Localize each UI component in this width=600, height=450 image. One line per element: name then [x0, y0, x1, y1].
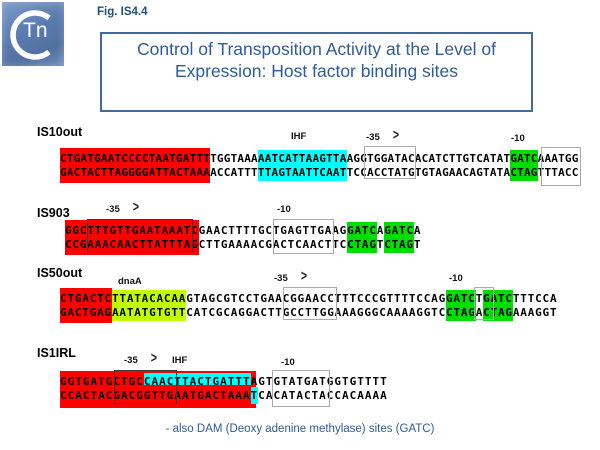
bottom-strand: CCGAAACAACTTATTTAGCTTGAAAACGACTCAACTTCCT…	[65, 234, 422, 255]
seq-segment: T	[250, 387, 259, 404]
transcription-arrow-icon: >	[300, 268, 307, 285]
page-title: Control of Transposition Activity at the…	[137, 39, 496, 82]
minus10-label: -10	[281, 357, 295, 368]
minus35-label: -35	[274, 273, 288, 284]
sequence-block: IS903 -35 > -10 GGCTTTGTTGAATAAATCGAACTT…	[0, 199, 600, 262]
seq-segment: CCGAAACAACTTATTTAG	[65, 234, 199, 255]
dam-sites-caption: - also DAM (Deoxy adenine methylase) sit…	[165, 423, 435, 435]
ihf-label: IHF	[291, 131, 307, 142]
sequence-name: IS10out	[37, 125, 83, 139]
seq-segment: CTAG	[384, 236, 414, 253]
seq-segment: TTAGTAATTCAAT	[257, 164, 347, 181]
seq-segment: A	[475, 306, 484, 319]
seq-segment: CATCGCAGGACTTGCCTTGGAAAGGGCAAAAGGTC	[186, 306, 446, 319]
logo-text: Tn	[23, 19, 48, 42]
seq-segment: CTAG	[446, 304, 476, 321]
seq-segment: CACATACTACCACAAAA	[258, 389, 388, 402]
title-box: Control of Transposition Activity at the…	[100, 32, 533, 112]
sequence-name: IS1IRL	[37, 346, 76, 360]
minus35-label: -35	[106, 204, 120, 215]
dnaA-label: dnaA	[118, 276, 142, 287]
seq-segment: GACTACTTAGGGGATTACTAAA	[60, 162, 211, 183]
seq-segment: TTATACACAA	[111, 290, 187, 307]
seq-segment: TTTACC	[537, 166, 579, 179]
sequence-block: IS1IRL -35 > IHF -10 GGTGATGCTGCCAACTTAC…	[0, 343, 600, 408]
sequence-name: IS903	[37, 206, 70, 220]
seq-segment: T	[376, 238, 385, 251]
transcription-arrow-icon: >	[392, 127, 399, 144]
sequence-block: IS10out IHF -35 > -10 CTGATGAATCCCCTAATG…	[0, 125, 600, 187]
minus10-label: -10	[277, 204, 291, 215]
minus10-label: -10	[449, 273, 463, 284]
seq-segment: GATC	[384, 222, 414, 239]
seq-segment: GTTGAATGACTAAA	[143, 385, 251, 406]
seq-segment: T	[475, 292, 484, 305]
seq-segment: CTTGAAAACGACTCAACTTC	[198, 238, 348, 251]
minus10-label: -10	[511, 133, 525, 144]
seq-segment: A	[376, 224, 385, 237]
seq-segment: AGGTGGATACACATCTTGTCATAT	[346, 152, 511, 165]
seq-segment: A	[413, 224, 422, 237]
seq-segment: CCACTACGACG	[60, 385, 144, 406]
seq-segment: AATATGTGTT	[111, 304, 187, 321]
seq-segment: AAAGGT	[512, 306, 558, 319]
seq-segment: AATCATTAAGTTA	[257, 150, 347, 167]
seq-segment: GATC	[446, 290, 476, 307]
tn-logo: Tn	[2, 2, 64, 66]
bottom-strand: GACTACTTAGGGGATTACTAAAACCATTTTTAGTAATTCA…	[60, 162, 579, 183]
seq-segment: GACTGAG	[60, 302, 112, 323]
seq-segment: CTAG	[510, 164, 538, 181]
minus35-label: -35	[124, 355, 138, 366]
transcription-arrow-icon: >	[150, 350, 157, 367]
seq-segment: ACCATTT	[210, 166, 258, 179]
seq-segment: GATC	[347, 222, 377, 239]
seq-segment: GATC	[483, 290, 513, 307]
seq-segment: AAATGG	[537, 152, 579, 165]
seq-segment: TGGTAAA	[210, 152, 258, 165]
bottom-strand: GACTGAGAATATGTGTTCATCGCAGGACTTGCCTTGGAAA…	[60, 302, 558, 323]
seq-segment: TTTCCA	[512, 292, 558, 305]
sequence-block: IS50out dnaA -35 > -10 CTGACTCTTATACACAA…	[0, 263, 600, 325]
seq-segment: CTAG	[347, 236, 377, 253]
top-strand: CTGACTCTTATACACAAGTAGCGTCCTGAACGGAACCTTT…	[60, 288, 558, 309]
seq-segment: GTAGCGTCCTGAACGGAACCTTTCCCGTTTTCCAG	[186, 292, 446, 305]
seq-segment: TCCACCTATGTGTAGAACAGTATA	[346, 166, 511, 179]
ihf-label: IHF	[172, 355, 188, 366]
seq-segment: GATC	[510, 150, 538, 167]
sequence-name: IS50out	[37, 266, 83, 280]
bottom-strand: CCACTACGACGGTTGAATGACTAAATCACATACTACCACA…	[60, 385, 388, 406]
seq-segment: AGTGTATGATGGTGTTTT	[250, 375, 388, 388]
seq-segment: T	[413, 238, 422, 251]
transcription-arrow-icon: >	[132, 199, 139, 216]
figure-label: Fig. IS4.4	[97, 6, 148, 18]
seq-segment: CTAG	[483, 304, 513, 321]
c-ring-icon	[10, 10, 51, 60]
seq-segment: GAACTTTTGCTGAGTTGAAG	[198, 224, 348, 237]
minus35-label: -35	[366, 132, 380, 143]
